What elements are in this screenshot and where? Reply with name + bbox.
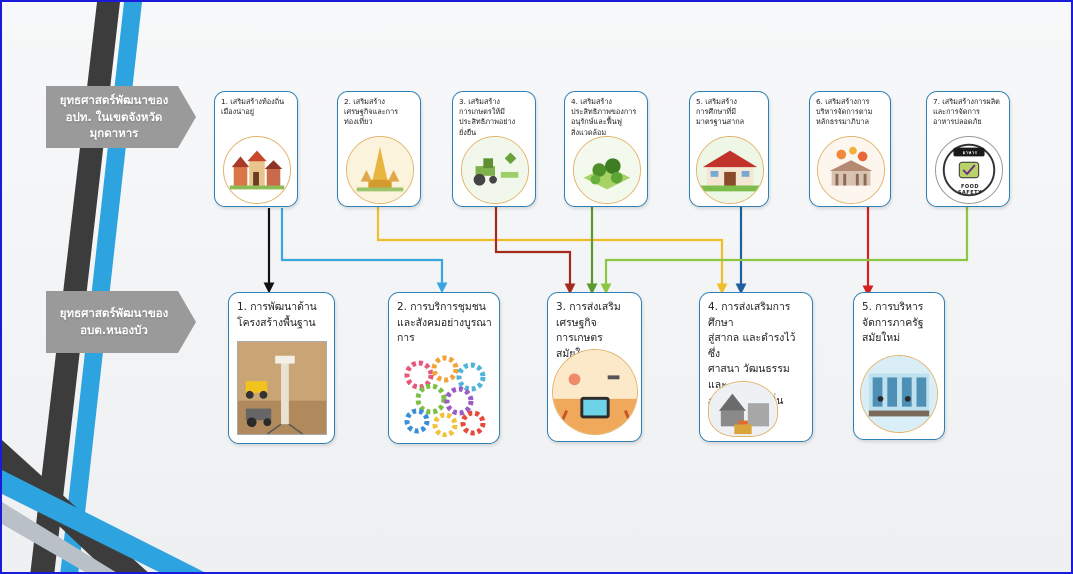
row2-label: ยุทธศาสตร์พัฒนาของ อบต.หนองบัว — [59, 306, 169, 337]
provincial-card-5: 5. เสริมสร้าง การศึกษาที่มี มาตรฐานสากล — [689, 91, 769, 207]
local-card-2: 2. การบริการชุมชน และสังคมอย่างบูรณา การ — [388, 292, 500, 444]
provincial-card-1-text: 1. เสริมสร้างท้องถิ่น เมืองน่าอยู่ — [221, 97, 285, 117]
local-card-5: 5. การบริหาร จัดการภาครัฐ สมัยใหม่ — [853, 292, 945, 440]
row1-label: ยุทธศาสตร์พัฒนาของ อปท. ในเขตจังหวัด มุก… — [59, 92, 169, 141]
forest-illustration — [573, 136, 641, 204]
provincial-card-4: 4. เสริมสร้าง ประสิทธิภาพของการ อนุรักษ์… — [564, 91, 648, 207]
provincial-card-5-text: 5. เสริมสร้าง การศึกษาที่มี มาตรฐานสากล — [696, 97, 745, 127]
provincial-card-3: 3. เสริมสร้าง การเกษตรให้มี ประสิทธิภาพอ… — [452, 91, 536, 207]
town-illustration — [223, 136, 291, 204]
provincial-card-2: 2. เสริมสร้าง เศรษฐกิจและการ ท่องเที่ยว — [337, 91, 421, 207]
local-card-2-text: 2. การบริการชุมชน และสังคมอย่างบูรณา การ — [397, 301, 492, 345]
school-illustration — [696, 136, 764, 204]
blue-lower-stripe — [2, 470, 205, 572]
community-gears-illustration — [399, 353, 491, 437]
local-card-4: 4. การส่งเสริมการศึกษา สู่สากล และดำรงไว… — [699, 292, 813, 442]
arrow-3-to-3 — [494, 207, 576, 295]
food-safety-thai-text: อาหารปลอดภัย — [960, 150, 980, 162]
row1-label-shape — [46, 86, 196, 148]
public-service-illustration — [860, 355, 938, 433]
tractor-illustration — [461, 136, 529, 204]
provincial-card-6: 6. เสริมสร้างการ บริหารจัดการตาม หลักธรร… — [809, 91, 891, 207]
government-illustration — [817, 136, 885, 204]
provincial-card-7: 7. เสริมสร้างการผลิต และการจัดการ อาหารป… — [926, 91, 1010, 207]
food-safety-en-text: FOOD SAFETY — [957, 184, 983, 196]
provincial-card-2-text: 2. เสริมสร้าง เศรษฐกิจและการ ท่องเที่ยว — [344, 97, 399, 127]
provincial-card-6-text: 6. เสริมสร้างการ บริหารจัดการตาม หลักธรร… — [816, 97, 873, 127]
provincial-card-4-text: 4. เสริมสร้าง ประสิทธิภาพของการ อนุรักษ์… — [571, 97, 637, 137]
row2-label-shape — [46, 291, 196, 353]
arrow-7-to-3 — [600, 206, 969, 295]
local-card-5-text: 5. การบริหาร จัดการภาครัฐ สมัยใหม่ — [862, 301, 924, 345]
local-card-3: 3. การส่งเสริม เศรษฐกิจการเกษตร สมัยใหม่ — [547, 292, 642, 442]
food-safety-logo: อาหารปลอดภัย FOOD SAFETY — [935, 136, 1003, 204]
provincial-card-7-text: 7. เสริมสร้างการผลิต และการจัดการ อาหารป… — [933, 97, 1000, 127]
grey-lower-stripe — [2, 502, 116, 572]
local-card-1: 1. การพัฒนาด้าน โครงสร้างพื้นฐาน — [228, 292, 335, 444]
temple-illustration — [346, 136, 414, 204]
arrow-1-to-2 — [280, 208, 448, 294]
construction-illustration — [237, 341, 327, 435]
provincial-card-3-text: 3. เสริมสร้าง การเกษตรให้มี ประสิทธิภาพอ… — [459, 97, 516, 137]
local-card-1-text: 1. การพัฒนาด้าน โครงสร้างพื้นฐาน — [237, 301, 317, 329]
provincial-card-1: 1. เสริมสร้างท้องถิ่น เมืองน่าอยู่ — [214, 91, 298, 207]
arrow-2-to-4 — [376, 207, 728, 295]
smart-farming-illustration — [552, 349, 638, 435]
temple-culture-illustration — [708, 381, 778, 437]
